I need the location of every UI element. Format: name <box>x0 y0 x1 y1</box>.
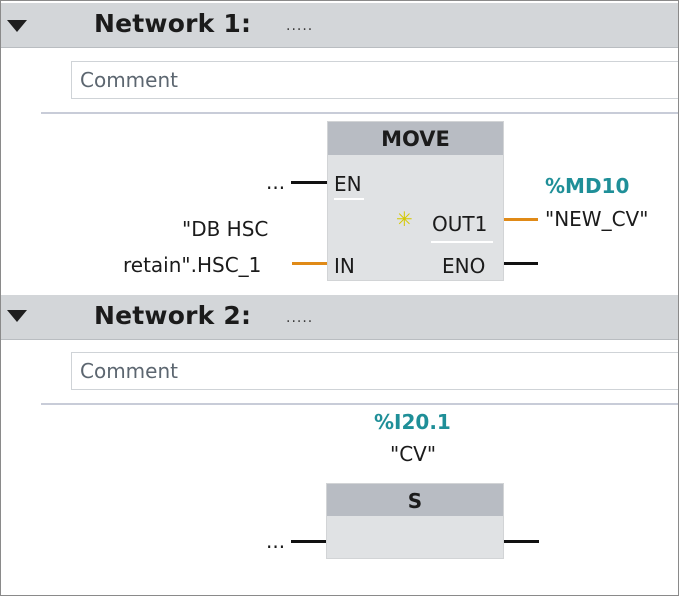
in-operand-line-2[interactable]: retain".HSC_1 <box>123 253 262 277</box>
out1-tag[interactable]: "NEW_CV" <box>545 207 649 231</box>
out1-separator <box>431 241 493 243</box>
in-wire <box>292 262 327 265</box>
network-1-header[interactable]: Network 1: ..... <box>1 3 678 48</box>
move-block-title: MOVE <box>328 122 503 155</box>
en-separator <box>334 198 364 200</box>
network-1-comment-text: Comment <box>80 68 178 92</box>
network-1-title-placeholder[interactable]: ..... <box>286 18 314 34</box>
network-2-comment-field[interactable]: Comment <box>71 352 678 390</box>
pin-out1: OUT1 <box>432 212 488 236</box>
set-block[interactable]: S <box>326 483 504 559</box>
set-block-title: S <box>327 484 503 516</box>
network-2-comment-text: Comment <box>80 359 178 383</box>
network-1-comment-field[interactable]: Comment <box>71 61 678 99</box>
pin-eno: ENO <box>442 254 486 278</box>
collapse-triangle-icon[interactable] <box>7 310 27 322</box>
en-wire <box>291 181 327 184</box>
coil-tag[interactable]: "CV" <box>390 442 437 466</box>
set-input-operand[interactable]: ... <box>266 529 286 553</box>
network-1-separator <box>41 112 678 114</box>
move-block[interactable]: MOVE <box>327 121 504 281</box>
en-input-operand[interactable]: ... <box>266 170 286 194</box>
network-1-title: Network 1: <box>94 9 252 38</box>
add-output-star-icon[interactable]: ✳ <box>396 207 413 231</box>
in-operand-line-1[interactable]: "DB HSC <box>182 217 269 241</box>
collapse-triangle-icon[interactable] <box>7 20 27 32</box>
network-2-separator <box>41 403 678 405</box>
out1-wire <box>504 218 538 221</box>
network-2-title-placeholder[interactable]: ..... <box>286 310 314 326</box>
eno-wire <box>504 262 538 265</box>
set-input-wire <box>291 540 326 543</box>
pin-in: IN <box>334 254 355 278</box>
set-output-wire <box>504 540 539 543</box>
out1-address[interactable]: %MD10 <box>545 174 630 198</box>
network-2-title: Network 2: <box>94 301 252 330</box>
coil-address[interactable]: %I20.1 <box>374 410 451 434</box>
pin-en: EN <box>334 172 362 196</box>
network-2-header[interactable]: Network 2: ..... <box>1 295 678 340</box>
